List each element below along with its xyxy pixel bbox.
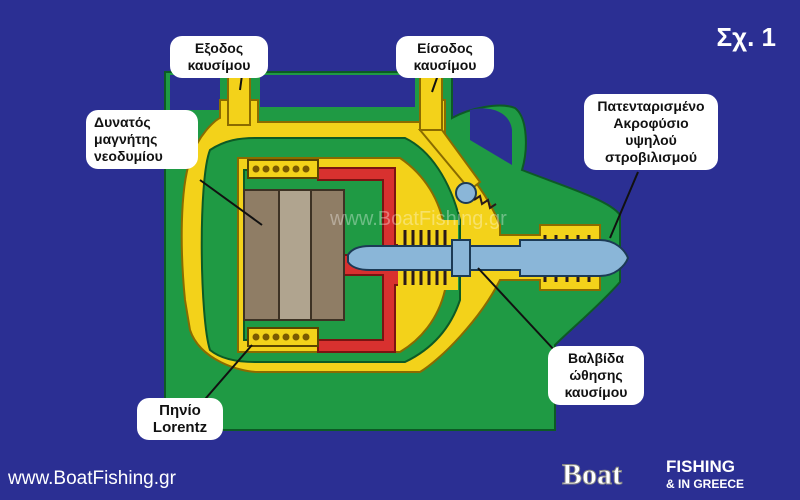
housing-gap-mid	[260, 75, 415, 107]
label-fuel-outlet: Εξοδος καυσίμου	[170, 36, 268, 78]
label-nozzle-line-1: Πατενταρισμένο	[597, 98, 705, 114]
outlet-port	[227, 69, 251, 126]
coil-dots	[252, 165, 310, 341]
label-valve-line-2: ώθησης	[569, 367, 623, 383]
label-valve-line-3: καυσίμου	[564, 384, 628, 400]
housing-gap-left	[170, 75, 220, 110]
watermark: www.BoatFishing.gr	[330, 208, 507, 230]
label-fuel-inlet-line-2: καυσίμου	[413, 57, 477, 73]
housing-gap-right	[470, 108, 512, 165]
inlet-channel	[417, 129, 482, 192]
label-fuel-outlet-line-1: Εξοδος	[194, 40, 244, 56]
label-magnet-line-1: Δυνατός	[94, 114, 151, 130]
label-fuel-inlet: Είσοδος καυσίμου	[396, 36, 494, 78]
figure-label: Σχ. 1	[716, 22, 776, 52]
label-coil-line-2: Lorentz	[152, 419, 208, 436]
label-nozzle-line-3: υψηλού	[625, 132, 677, 148]
inlet-check-ball	[455, 182, 477, 204]
label-nozzle: Πατενταρισμένο Ακροφύσιο υψηλού στροβιλι…	[584, 94, 718, 170]
label-valve: Βαλβίδα ώθησης καυσίμου	[548, 346, 644, 405]
website-url: www.BoatFishing.gr	[8, 468, 176, 489]
valve-collar	[451, 239, 471, 277]
label-valve-line-1: Βαλβίδα	[567, 350, 625, 366]
logo-word-3: & IN GREECE	[666, 477, 744, 490]
valve-rod	[347, 239, 630, 277]
label-fuel-inlet-line-1: Είσοδος	[417, 40, 473, 56]
neodymium-magnet	[243, 189, 345, 321]
logo-word-1: Boat	[562, 458, 622, 490]
label-fuel-outlet-line-2: καυσίμου	[187, 57, 251, 73]
label-nozzle-line-4: στροβιλισμού	[605, 149, 697, 165]
label-coil-line-1: Πηνίο	[159, 402, 201, 419]
inlet-port	[419, 69, 443, 131]
inlet-check-spring	[473, 194, 497, 210]
label-magnet-line-3: νεοδυμίου	[94, 148, 163, 164]
logo-word-2: FISHING	[666, 457, 735, 476]
label-coil: Πηνίο Lorentz	[137, 398, 223, 440]
label-nozzle-line-2: Ακροφύσιο	[613, 115, 689, 131]
boatfishing-logo: Boat FISHING & IN GREECE	[562, 457, 744, 490]
label-magnet-line-2: μαγνήτης	[94, 131, 158, 147]
label-magnet: Δυνατός μαγνήτης νεοδυμίου	[86, 110, 198, 169]
